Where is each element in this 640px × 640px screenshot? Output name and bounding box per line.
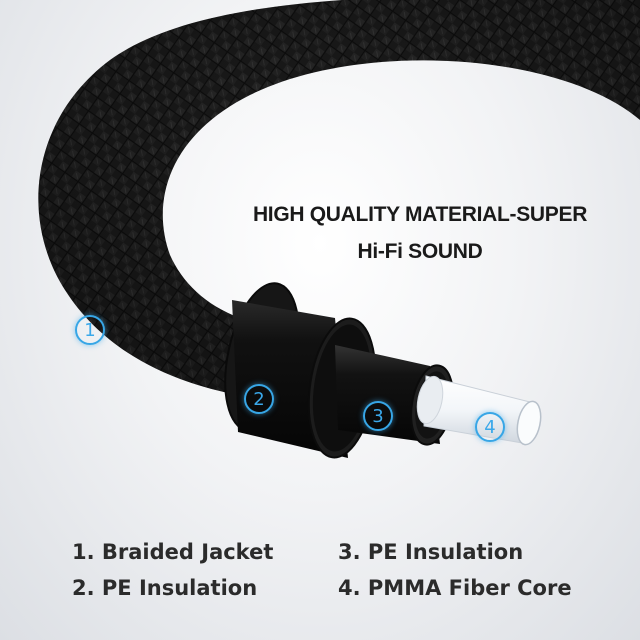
headline-line-2: Hi-Fi SOUND [357, 240, 483, 263]
callout-badge-3: 3 [363, 401, 393, 431]
legend-item-pe-insulation-outer: 2. PE Insulation [72, 576, 258, 600]
callout-badge-1: 1 [75, 315, 105, 345]
legend-item-pmma-fiber-core: 4. PMMA Fiber Core [338, 576, 572, 600]
headline-line-1: HIGH QUALITY MATERIAL-SUPER [252, 203, 588, 226]
callout-badge-2: 2 [244, 384, 274, 414]
callout-badge-4: 4 [475, 412, 505, 442]
legend-item-pe-insulation-inner: 3. PE Insulation [338, 540, 524, 564]
legend-item-braided-jacket: 1. Braided Jacket [72, 540, 274, 564]
